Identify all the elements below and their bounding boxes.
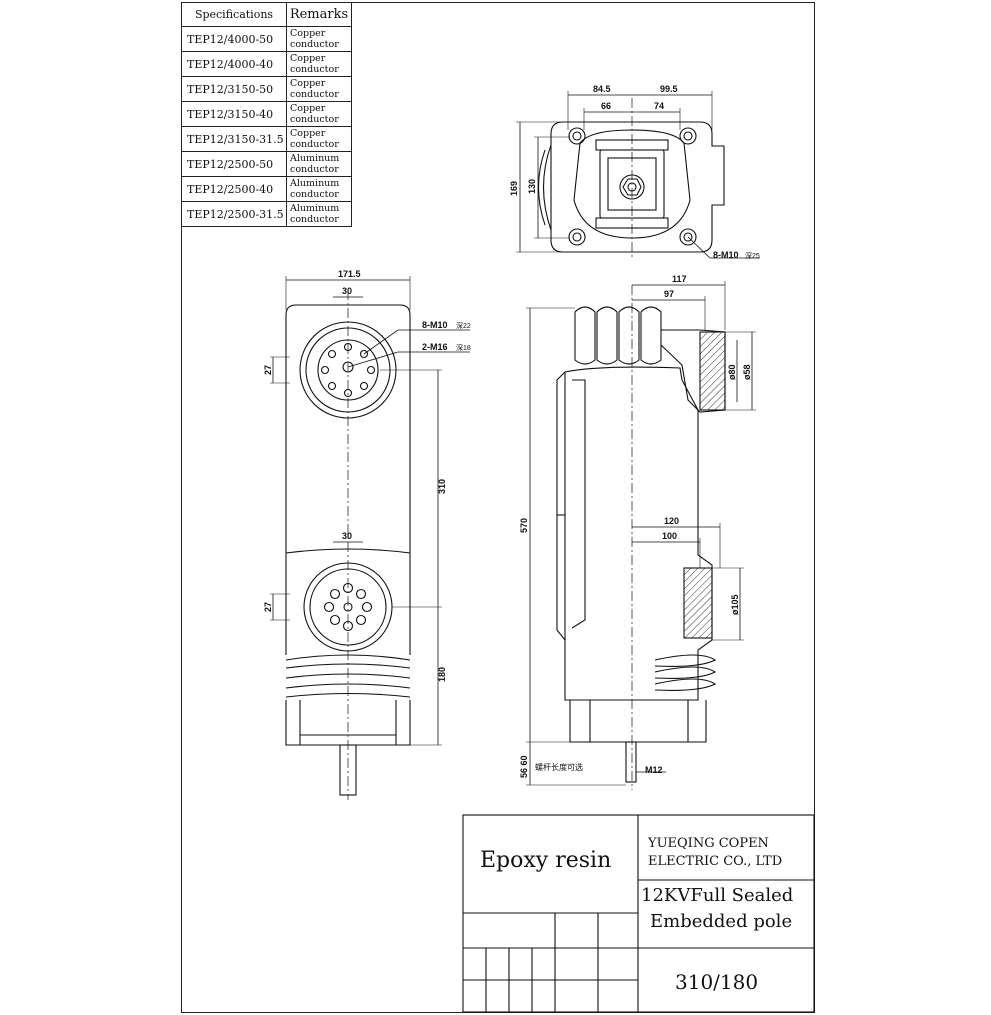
dim-30-upper: 30 [342, 286, 352, 296]
dim-570: 570 [519, 518, 529, 533]
side-stud [625, 741, 637, 783]
stud-length-note: 螺杆长度可选 [535, 762, 583, 772]
dim-130: 130 [527, 179, 537, 194]
front-view [270, 276, 470, 800]
dim-27-lower: 27 [263, 602, 273, 612]
callout-8-m10-front-note: 深22 [456, 321, 471, 330]
company-line-1: YUEQING COPEN [648, 836, 769, 851]
dim-99-5: 99.5 [660, 84, 678, 94]
dim-27-upper: 27 [263, 365, 273, 375]
dim-30-lower: 30 [342, 531, 352, 541]
spec-cell: TEP12/3150-50 [181, 76, 287, 102]
dim-171-5: 171.5 [338, 269, 361, 279]
side-top-sheds [574, 306, 662, 365]
spec-cell: TEP12/4000-40 [181, 51, 287, 77]
dim-169: 169 [509, 181, 519, 196]
product-line-1: 12KVFull Sealed [641, 885, 794, 906]
callout-2-m16: 2-M16 [422, 342, 448, 352]
side-body [564, 366, 713, 701]
front-body-sides [285, 360, 411, 655]
remark-cell: Copper conductor [286, 76, 352, 102]
spec-cell: TEP12/2500-31.5 [181, 201, 287, 227]
dim-84-5: 84.5 [593, 84, 611, 94]
side-lower-sheds [654, 654, 717, 691]
callout-8-m10-top: 8-M10 [713, 250, 739, 260]
dim-dia-80: ø80 [727, 364, 737, 380]
side-base [569, 700, 707, 743]
top-view-housing [550, 121, 725, 253]
spec-cell: TEP12/2500-50 [181, 151, 287, 177]
dim-97: 97 [664, 289, 674, 299]
dim-120: 120 [664, 516, 679, 526]
side-lower-terminal [683, 567, 713, 639]
side-view [526, 281, 756, 790]
dimension-ratio: 310/180 [675, 970, 759, 994]
dim-117: 117 [672, 274, 687, 284]
remark-cell: Aluminum conductor [286, 176, 352, 202]
dim-310: 310 [437, 479, 447, 494]
dim-dia-105: ø105 [730, 594, 740, 615]
lower-terminal-holes [323, 582, 373, 632]
spec-cell: TEP12/2500-40 [181, 176, 287, 202]
dim-66: 66 [601, 101, 611, 111]
dim-180: 180 [437, 667, 447, 682]
front-stud [339, 744, 357, 796]
dim-dia-58: ø58 [742, 364, 752, 380]
table-header-row: Specifications Remarks [181, 2, 352, 27]
dim-56-60: 56 60 [519, 755, 529, 778]
company-line-2: ELECTRIC CO., LTD [648, 854, 783, 869]
remark-cell: Aluminum conductor [286, 151, 352, 177]
dim-m12: M12 [645, 765, 663, 775]
callout-8-m10-top-note: 深25 [745, 251, 760, 260]
product-line-2: Embedded pole [650, 911, 793, 932]
title-block [462, 814, 815, 1013]
callout-2-m16-note: 深18 [456, 343, 471, 352]
material-label: Epoxy resin [480, 848, 612, 873]
header-remarks: Remarks [286, 2, 352, 27]
top-view-inner-body [573, 129, 691, 239]
top-view [516, 91, 760, 259]
remark-cell: Copper conductor [286, 101, 352, 127]
spec-cell: TEP12/3150-31.5 [181, 126, 287, 152]
remark-cell: Aluminum conductor [286, 201, 352, 227]
callout-8-m10-front: 8-M10 [422, 320, 448, 330]
remark-cell: Copper conductor [286, 51, 352, 77]
side-upper-arm [660, 329, 726, 413]
corner-bolts [568, 127, 697, 246]
dim-74: 74 [654, 101, 664, 111]
dim-100: 100 [662, 531, 677, 541]
top-view-left-bulge [542, 144, 552, 231]
